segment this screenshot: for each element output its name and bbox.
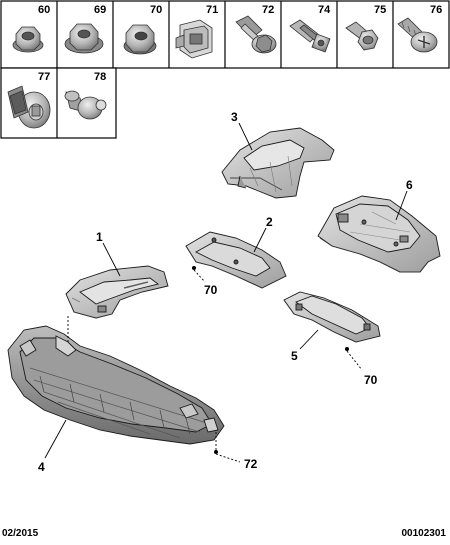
fastener-dots <box>192 266 349 454</box>
flange-nut-icon-60 <box>12 26 44 53</box>
flange-bolt-icon-72 <box>235 15 277 54</box>
push-rivet-icon-78 <box>64 90 107 120</box>
footer-reference-number: 00102301 <box>401 528 447 539</box>
cage-nut-clip-icon-71 <box>175 19 213 59</box>
callout-1: 1 <box>96 230 103 244</box>
fastener-number-76: 76 <box>430 4 442 16</box>
fastener-number-60: 60 <box>38 4 50 16</box>
footer-date: 02/2015 <box>2 528 39 539</box>
callout-3: 3 <box>231 110 238 124</box>
callout-70-lower: 70 <box>364 373 378 387</box>
fastener-grid <box>0 0 450 139</box>
part-6-engine-undertray <box>317 195 441 273</box>
part-5-side-undertray <box>283 291 381 343</box>
callout-5: 5 <box>291 349 298 363</box>
callout-70-upper: 70 <box>204 283 218 297</box>
hex-nut-icon-70 <box>123 24 157 55</box>
fastener-number-74: 74 <box>318 4 331 16</box>
plastic-clip-icon-77 <box>7 85 51 129</box>
callout-72: 72 <box>244 457 258 471</box>
fastener-number-70: 70 <box>150 4 162 16</box>
callout-6: 6 <box>406 178 413 192</box>
part-1-front-left-shield <box>65 265 169 319</box>
bolt-with-nut-icon-74 <box>289 19 331 53</box>
fastener-number-77: 77 <box>38 71 50 83</box>
leader-lines <box>44 122 408 463</box>
flange-nut-icon-69 <box>64 23 104 54</box>
fastener-number-71: 71 <box>206 4 218 16</box>
hex-bolt-icon-75 <box>345 21 379 51</box>
self-tapping-screw-icon-76 <box>397 17 438 53</box>
callout-2: 2 <box>266 215 273 229</box>
fastener-number-75: 75 <box>374 4 386 16</box>
fastener-number-78: 78 <box>94 71 106 83</box>
fastener-number-69: 69 <box>94 4 106 16</box>
fastener-number-72: 72 <box>262 4 274 16</box>
part-2-center-undertray <box>185 231 287 289</box>
part-3-heat-shield <box>221 127 335 199</box>
part-4-bumper-undertray <box>7 325 225 445</box>
callout-4: 4 <box>38 460 45 474</box>
